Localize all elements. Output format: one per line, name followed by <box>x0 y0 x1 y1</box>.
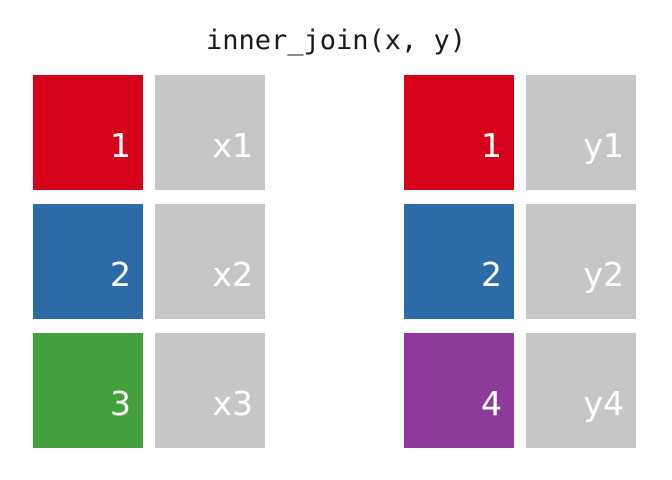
value-cell-label: y2 <box>583 255 624 294</box>
key-cell-y-1: 1 <box>404 75 514 190</box>
key-cell-label: 1 <box>481 126 502 165</box>
value-cell-x-3: x3 <box>155 333 265 448</box>
value-cell-y-1: y1 <box>526 75 636 190</box>
page-title: inner_join(x, y) <box>205 25 467 56</box>
key-cell-label: 4 <box>481 384 502 423</box>
key-cell-label: 2 <box>110 255 131 294</box>
key-cell-y-4: 4 <box>404 333 514 448</box>
key-cell-label: 3 <box>110 384 131 423</box>
table-row: 3 x3 <box>33 333 269 448</box>
value-cell-label: x1 <box>212 126 253 165</box>
key-cell-x-2: 2 <box>33 204 143 319</box>
value-cell-y-2: y2 <box>526 204 636 319</box>
table-y: 1 y1 2 y2 4 y4 <box>404 75 640 448</box>
table-row: 1 x1 <box>33 75 269 190</box>
key-cell-label: 1 <box>110 126 131 165</box>
key-cell-x-1: 1 <box>33 75 143 190</box>
value-cell-x-1: x1 <box>155 75 265 190</box>
table-row: 1 y1 <box>404 75 640 190</box>
table-row: 2 y2 <box>404 204 640 319</box>
table-row: 4 y4 <box>404 333 640 448</box>
value-cell-x-2: x2 <box>155 204 265 319</box>
table-row: 2 x2 <box>33 204 269 319</box>
value-cell-label: x3 <box>212 384 253 423</box>
value-cell-y-4: y4 <box>526 333 636 448</box>
table-x: 1 x1 2 x2 3 x3 <box>33 75 269 448</box>
key-cell-label: 2 <box>481 255 502 294</box>
value-cell-label: y4 <box>583 384 624 423</box>
value-cell-label: y1 <box>583 126 624 165</box>
key-cell-x-3: 3 <box>33 333 143 448</box>
value-cell-label: x2 <box>212 255 253 294</box>
key-cell-y-2: 2 <box>404 204 514 319</box>
